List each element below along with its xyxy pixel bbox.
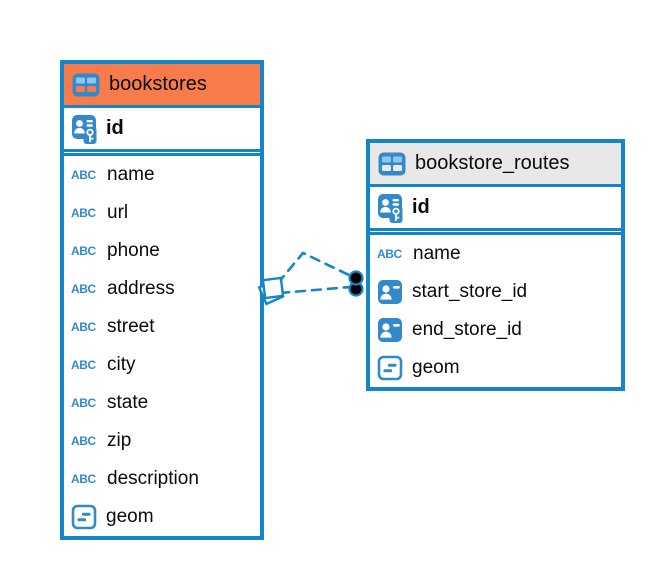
- column-name: start_store_id: [412, 281, 528, 302]
- column-row-zip[interactable]: ABC zip: [64, 422, 260, 460]
- text-icon: ABC: [71, 358, 96, 372]
- column-name: address: [107, 278, 175, 299]
- column-name: phone: [107, 240, 160, 261]
- section-divider: [370, 231, 621, 235]
- text-icon: ABC: [71, 282, 96, 296]
- column-name: description: [107, 468, 199, 489]
- column-row-description[interactable]: ABC description: [64, 460, 260, 498]
- column-row-city[interactable]: ABC city: [64, 346, 260, 384]
- text-icon: ABC: [71, 320, 96, 334]
- table-node-bookstores[interactable]: bookstores id ABC name ABC url: [60, 60, 264, 540]
- column-name: name: [107, 164, 155, 185]
- column-row-id[interactable]: id: [64, 108, 260, 152]
- primary-key-icon: [378, 193, 403, 223]
- geometry-icon: [377, 355, 403, 381]
- text-icon: ABC: [71, 244, 96, 258]
- table-title: bookstores: [109, 73, 207, 95]
- foreign-key-icon: [378, 318, 402, 342]
- column-row-name[interactable]: ABC name: [370, 235, 621, 273]
- column-name: end_store_id: [412, 319, 522, 340]
- table-node-bookstore-routes[interactable]: bookstore_routes id ABC name: [366, 139, 625, 391]
- relationship-line-2[interactable]: [278, 285, 352, 295]
- section-divider: [64, 152, 260, 156]
- column-row-end-store-id[interactable]: end_store_id: [370, 311, 621, 349]
- column-name: city: [107, 354, 136, 375]
- column-name: geom: [412, 357, 460, 378]
- column-name: id: [106, 117, 124, 139]
- text-icon: ABC: [71, 168, 96, 182]
- column-row-address[interactable]: ABC address: [64, 270, 260, 308]
- column-row-geom[interactable]: geom: [370, 349, 621, 387]
- table-title: bookstore_routes: [415, 152, 570, 174]
- text-icon: ABC: [71, 396, 96, 410]
- text-icon: ABC: [71, 434, 96, 448]
- column-row-url[interactable]: ABC url: [64, 194, 260, 232]
- column-name: zip: [107, 430, 132, 451]
- column-name: url: [107, 202, 129, 223]
- text-icon: ABC: [71, 206, 96, 220]
- column-row-state[interactable]: ABC state: [64, 384, 260, 422]
- text-icon: ABC: [71, 472, 96, 486]
- table-header-bookstore-routes[interactable]: bookstore_routes: [370, 143, 621, 187]
- column-name: name: [413, 243, 461, 264]
- column-row-geom[interactable]: geom: [64, 498, 260, 536]
- relationship-dots-marker: [348, 270, 364, 297]
- table-icon: [378, 152, 406, 175]
- column-row-start-store-id[interactable]: start_store_id: [370, 273, 621, 311]
- column-name: id: [412, 196, 430, 218]
- relationship-squares-marker: [257, 276, 285, 306]
- table-header-bookstores[interactable]: bookstores: [64, 64, 260, 108]
- column-row-name[interactable]: ABC name: [64, 156, 260, 194]
- relationship-line-1[interactable]: [276, 251, 353, 285]
- primary-key-icon: [72, 114, 97, 144]
- column-row-street[interactable]: ABC street: [64, 308, 260, 346]
- geometry-icon: [71, 504, 97, 530]
- column-name: geom: [106, 506, 154, 527]
- column-row-phone[interactable]: ABC phone: [64, 232, 260, 270]
- table-icon: [72, 73, 100, 96]
- foreign-key-icon: [378, 280, 402, 304]
- column-row-id[interactable]: id: [370, 187, 621, 231]
- text-icon: ABC: [377, 247, 402, 261]
- column-name: state: [107, 392, 149, 413]
- column-name: street: [107, 316, 155, 337]
